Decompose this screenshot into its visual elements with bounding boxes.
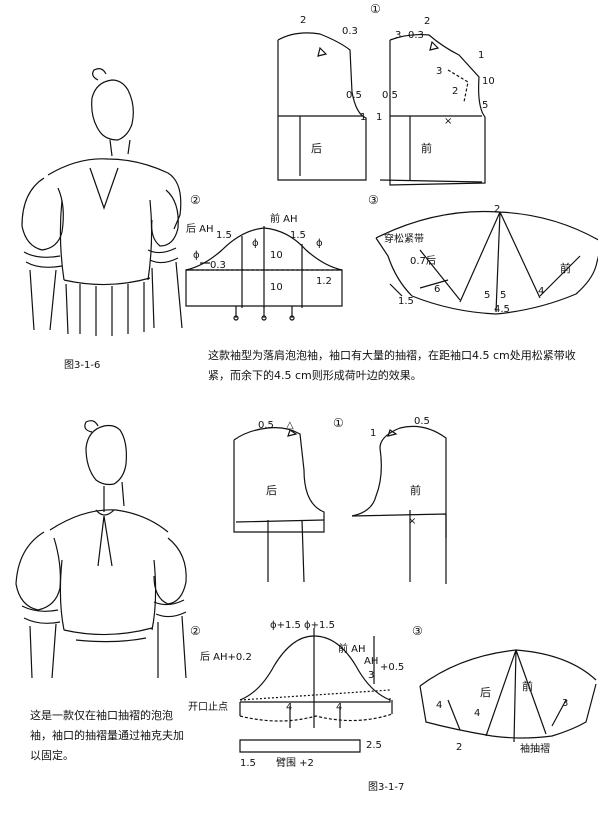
dart-mark-bottom: × <box>408 516 417 527</box>
description-top: 这款袖型为落肩泡泡袖，袖口有大量的抽褶，在距袖口4.5 cm处用松紧带收紧，而余… <box>208 349 576 382</box>
label-back-ah: 后 AH <box>186 224 214 235</box>
label-5: 5 <box>482 100 489 111</box>
label-10: 10 <box>482 76 495 87</box>
label-6: 6 <box>434 284 441 295</box>
bodice-pattern-top <box>277 32 486 186</box>
label-1-5: 1.5 <box>216 230 232 241</box>
label-back-puff: 后 <box>426 256 436 267</box>
step-3-marker: ③ <box>368 193 379 207</box>
label-back-puff-bottom: 后 <box>480 686 491 699</box>
description-bottom: 这是一款仅在袖口抽褶的泡泡袖，袖口的抽褶量通过袖克夫加以固定。 <box>30 709 184 762</box>
label-1-side: 1 <box>360 112 367 123</box>
bodice-pattern-bottom <box>233 425 447 584</box>
label-2-bottom: 2 <box>456 742 463 753</box>
label-1-side-front: 1 <box>376 112 383 123</box>
label-10-cap: 10 <box>270 250 283 261</box>
label-1-bottom: 1 <box>370 428 377 439</box>
figure-id-bottom: 图3-1-7 <box>368 782 405 793</box>
label-4: 4 <box>538 286 545 297</box>
label-back: 后 <box>311 142 322 155</box>
label-front-ah: 前 AH <box>270 214 298 225</box>
label-front-puff: 前 <box>560 262 571 275</box>
label-0-5-back: 0.5 <box>346 90 362 101</box>
label-2-dart: 2 <box>452 86 459 97</box>
label-ah-3-denominator: 3 <box>368 670 375 681</box>
label-0-7: 0.7 <box>410 256 426 267</box>
label-elastic: 穿松紧带 <box>384 234 424 245</box>
label-2-5: 2.5 <box>366 740 382 751</box>
label-1: 1 <box>478 50 485 61</box>
label-back-ah-bottom: 后 AH+0.2 <box>200 652 252 663</box>
label-plus-0-5: +0.5 <box>380 662 405 673</box>
label-phi-left: ϕ <box>252 238 259 249</box>
label-5b: 5 <box>500 290 507 301</box>
label-cuff: 臂围 +2 <box>276 758 314 769</box>
step-2-marker-bottom: ② <box>190 624 201 638</box>
label-5a: 5 <box>484 290 491 301</box>
sleeve-draft-bottom <box>239 628 393 753</box>
label-1-5-puff: 1.5 <box>398 296 414 307</box>
label-1-5-right: 1.5 <box>290 230 306 241</box>
label-0-3: 0.3 <box>342 26 358 37</box>
label-front-ah-bottom: 前 AH <box>338 644 366 655</box>
label-front: 前 <box>421 142 432 155</box>
label-1-5-cuff: 1.5 <box>240 758 256 769</box>
dart-mark: × <box>444 116 453 127</box>
label-1-2: 1.2 <box>316 276 332 287</box>
label-10-body: 10 <box>270 282 283 293</box>
step-1-marker-bottom: ① <box>333 416 344 430</box>
label-gathers: 袖抽褶 <box>520 744 550 755</box>
label-phi-right: ϕ <box>316 238 323 249</box>
label-2-front: 2 <box>424 16 431 27</box>
label-4-left: 4 <box>436 700 443 711</box>
label-3-right: 3 <box>562 698 569 709</box>
sleeve-draft-top <box>185 226 343 321</box>
label-4-mid: 4 <box>474 708 481 719</box>
label-ah-over-3: AH <box>364 656 379 667</box>
label-4b-bottom: 4 <box>336 702 343 713</box>
label-0-3-sleeve: 0.3 <box>210 260 226 271</box>
label-0-3-front: 0.3 <box>408 30 424 41</box>
label-0-5-front-bottom: 0.5 <box>414 416 430 427</box>
label-2: 2 <box>300 15 307 26</box>
step-2-marker: ② <box>190 193 201 207</box>
label-3-dart: 3 <box>436 66 443 77</box>
woman-illustration-bottom <box>15 420 187 679</box>
label-4a-bottom: 4 <box>286 702 293 713</box>
label-0-5-front: 0.5 <box>382 90 398 101</box>
woman-illustration-top <box>21 68 183 336</box>
label-2-top: 2 <box>494 204 501 215</box>
tri-back-bottom: △ <box>286 420 294 431</box>
label-back-bottom: 后 <box>266 484 277 497</box>
step-1-marker: ① <box>370 2 381 16</box>
label-0-5-back-bottom: 0.5 <box>258 420 274 431</box>
step-3-marker-bottom: ③ <box>412 624 423 638</box>
figure-id-top: 图3-1-6 <box>64 360 101 371</box>
label-opening: 开口止点 <box>188 702 228 713</box>
label-front-puff-bottom: 前 <box>522 680 533 693</box>
label-front-bottom: 前 <box>410 484 421 497</box>
label-phi-plus: ϕ+1.5 ϕ+1.5 <box>270 620 335 631</box>
label-4-5: 4.5 <box>494 304 510 315</box>
label-3: 3 <box>395 30 402 41</box>
puff-sleeve-bottom <box>419 649 597 743</box>
label-phi-edge: ϕ <box>193 250 200 261</box>
puff-sleeve-top <box>375 210 598 315</box>
